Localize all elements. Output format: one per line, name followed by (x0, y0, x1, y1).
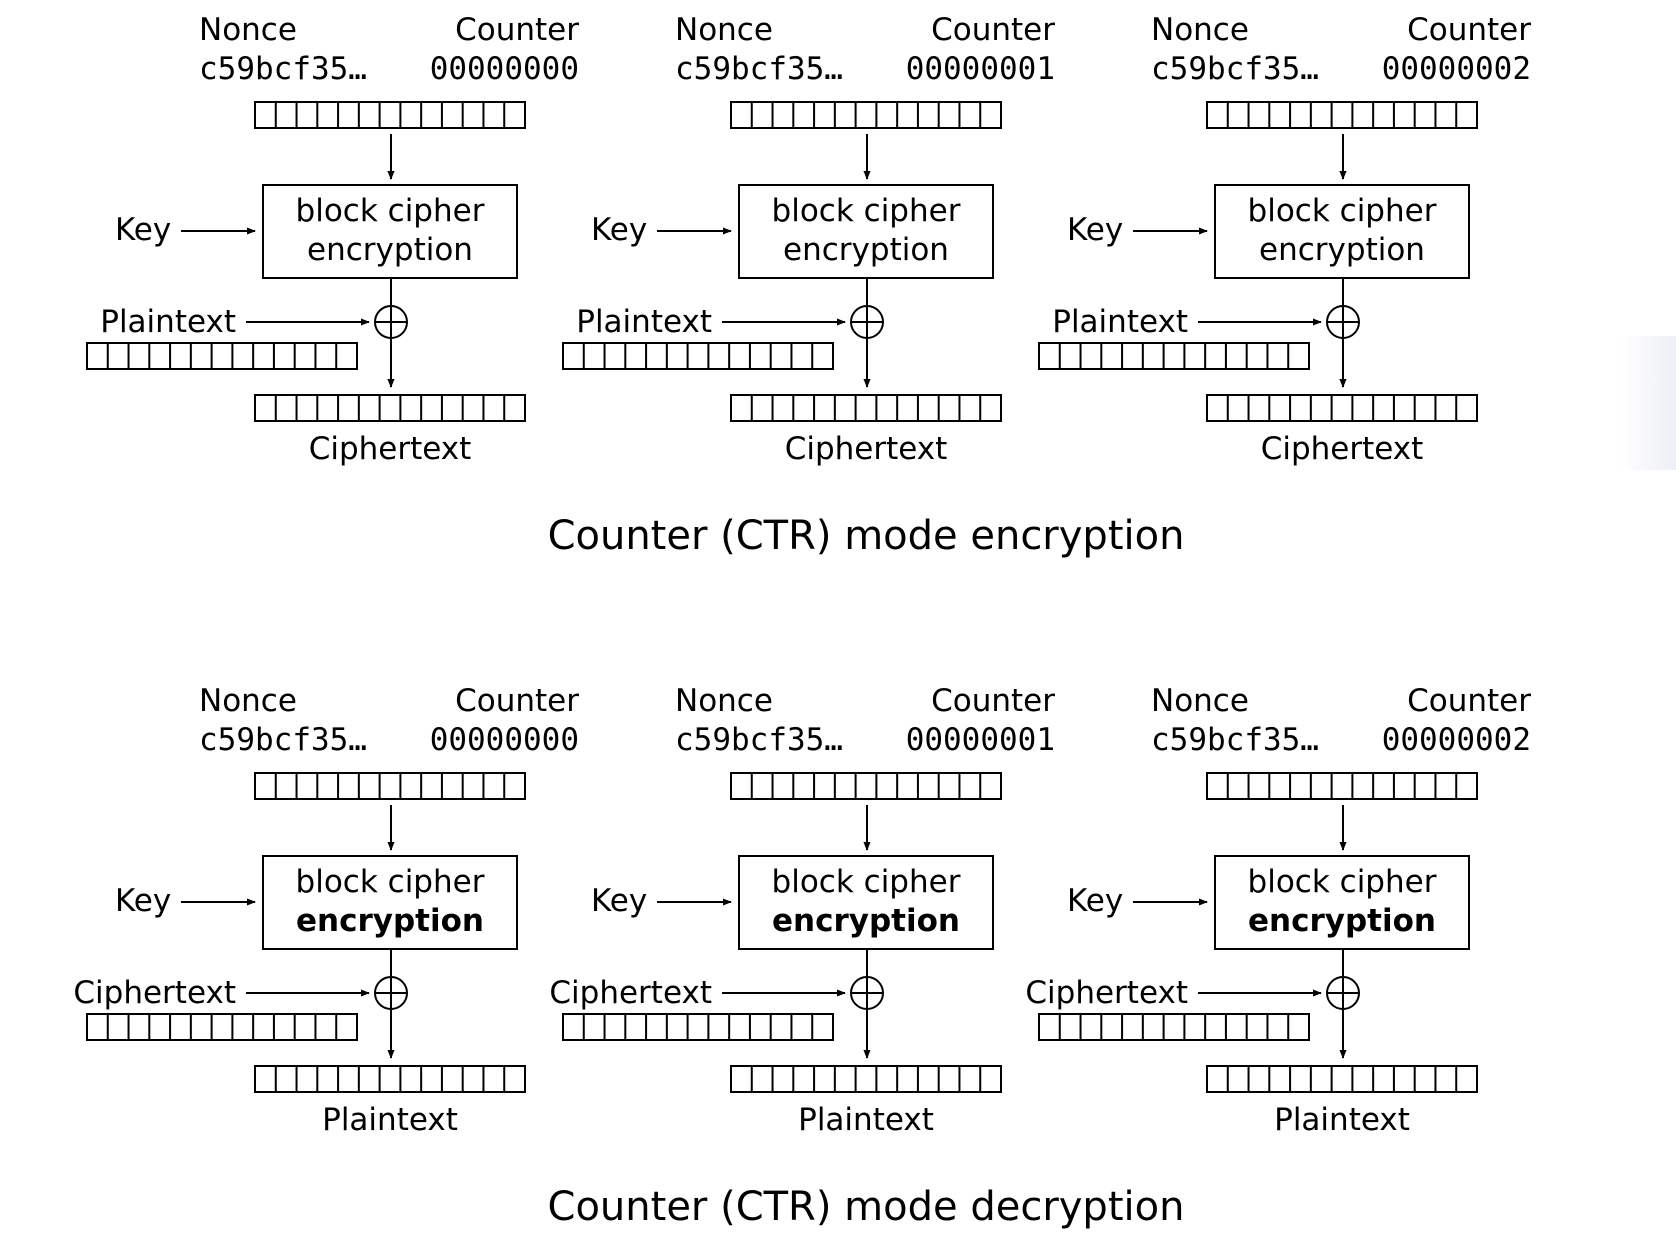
output-block (254, 1065, 526, 1093)
counter-block (1206, 772, 1478, 800)
input-label: Ciphertext (549, 975, 712, 1011)
nonce-label: Nonce (199, 683, 297, 719)
output-label: Ciphertext (309, 431, 472, 467)
counter-value: 00000000 (430, 51, 579, 87)
counter-label: Counter (455, 683, 579, 719)
nonce-value: c59bcf35… (1151, 51, 1319, 87)
input-label: Ciphertext (1025, 975, 1188, 1011)
xor-symbol (374, 976, 408, 1010)
counter-value: 00000001 (906, 722, 1055, 758)
counter-block (254, 772, 526, 800)
cipher-label-line1: block cipher (296, 193, 485, 229)
counter-block (730, 101, 1002, 129)
nonce-value: c59bcf35… (199, 51, 367, 87)
output-label: Ciphertext (1261, 431, 1424, 467)
ctr-column-0: Nonce Counter c59bcf35… 00000000 block ciphe… (86, 12, 579, 467)
cipher-label-line1: block cipher (296, 864, 485, 900)
key-label: Key (1067, 212, 1123, 248)
section-0: Nonce Counter c59bcf35… 00000000 block ciphe… (86, 12, 1531, 559)
nonce-value: c59bcf35… (1151, 722, 1319, 758)
counter-label: Counter (455, 12, 579, 48)
input-block (86, 342, 358, 370)
input-label: Plaintext (100, 304, 236, 340)
input-block (562, 1013, 834, 1041)
cipher-label-line1: block cipher (772, 864, 961, 900)
cipher-label-line1: block cipher (1248, 864, 1437, 900)
ctr-column-2: Nonce Counter c59bcf35… 00000002 block ciphe… (1038, 12, 1531, 467)
output-block (254, 394, 526, 422)
nonce-value: c59bcf35… (675, 51, 843, 87)
input-block (86, 1013, 358, 1041)
output-label: Plaintext (798, 1102, 934, 1138)
input-block (1038, 1013, 1310, 1041)
counter-value: 00000002 (1382, 722, 1531, 758)
counter-value: 00000000 (430, 722, 579, 758)
cipher-label-line2: encryption (772, 903, 960, 939)
ctr-column-2: Nonce Counter c59bcf35… 00000002 block ciphe… (1025, 683, 1531, 1138)
counter-block (1206, 101, 1478, 129)
xor-symbol (1326, 976, 1360, 1010)
output-block (1206, 394, 1478, 422)
ctr-column-0: Nonce Counter c59bcf35… 00000000 block ciphe… (73, 683, 579, 1138)
input-label: Plaintext (1052, 304, 1188, 340)
nonce-value: c59bcf35… (199, 722, 367, 758)
xor-symbol (374, 305, 408, 339)
cipher-label-line2: encryption (1248, 903, 1436, 939)
key-label: Key (591, 883, 647, 919)
output-block (730, 394, 1002, 422)
section-1: Nonce Counter c59bcf35… 00000000 block ciphe… (73, 683, 1531, 1230)
output-label: Ciphertext (785, 431, 948, 467)
counter-value: 00000001 (906, 51, 1055, 87)
counter-label: Counter (1407, 683, 1531, 719)
output-label: Plaintext (1274, 1102, 1410, 1138)
cipher-label-line1: block cipher (1248, 193, 1437, 229)
counter-label: Counter (1407, 12, 1531, 48)
cipher-label-line1: block cipher (772, 193, 961, 229)
output-block (730, 1065, 1002, 1093)
input-label: Plaintext (576, 304, 712, 340)
output-block (1206, 1065, 1478, 1093)
counter-label: Counter (931, 683, 1055, 719)
nonce-label: Nonce (1151, 12, 1249, 48)
counter-block (730, 772, 1002, 800)
ctr-column-1: Nonce Counter c59bcf35… 00000001 block ciphe… (562, 12, 1055, 467)
xor-symbol (1326, 305, 1360, 339)
nonce-label: Nonce (199, 12, 297, 48)
input-block (1038, 342, 1310, 370)
cipher-label-line2: encryption (307, 232, 473, 268)
nonce-label: Nonce (675, 683, 773, 719)
key-label: Key (591, 212, 647, 248)
section-title: Counter (CTR) mode decryption (548, 1184, 1185, 1230)
key-label: Key (115, 883, 171, 919)
input-block (562, 342, 834, 370)
cipher-label-line2: encryption (1259, 232, 1425, 268)
section-title: Counter (CTR) mode encryption (548, 513, 1185, 559)
input-label: Ciphertext (73, 975, 236, 1011)
key-label: Key (115, 212, 171, 248)
counter-block (254, 101, 526, 129)
cipher-label-line2: encryption (296, 903, 484, 939)
ctr-column-1: Nonce Counter c59bcf35… 00000001 block ciphe… (549, 683, 1055, 1138)
output-label: Plaintext (322, 1102, 458, 1138)
key-label: Key (1067, 883, 1123, 919)
nonce-label: Nonce (1151, 683, 1249, 719)
nonce-label: Nonce (675, 12, 773, 48)
side-panel-edge (1620, 336, 1676, 470)
cipher-label-line2: encryption (783, 232, 949, 268)
xor-symbol (850, 976, 884, 1010)
counter-label: Counter (931, 12, 1055, 48)
xor-symbol (850, 305, 884, 339)
nonce-value: c59bcf35… (675, 722, 843, 758)
counter-value: 00000002 (1382, 51, 1531, 87)
